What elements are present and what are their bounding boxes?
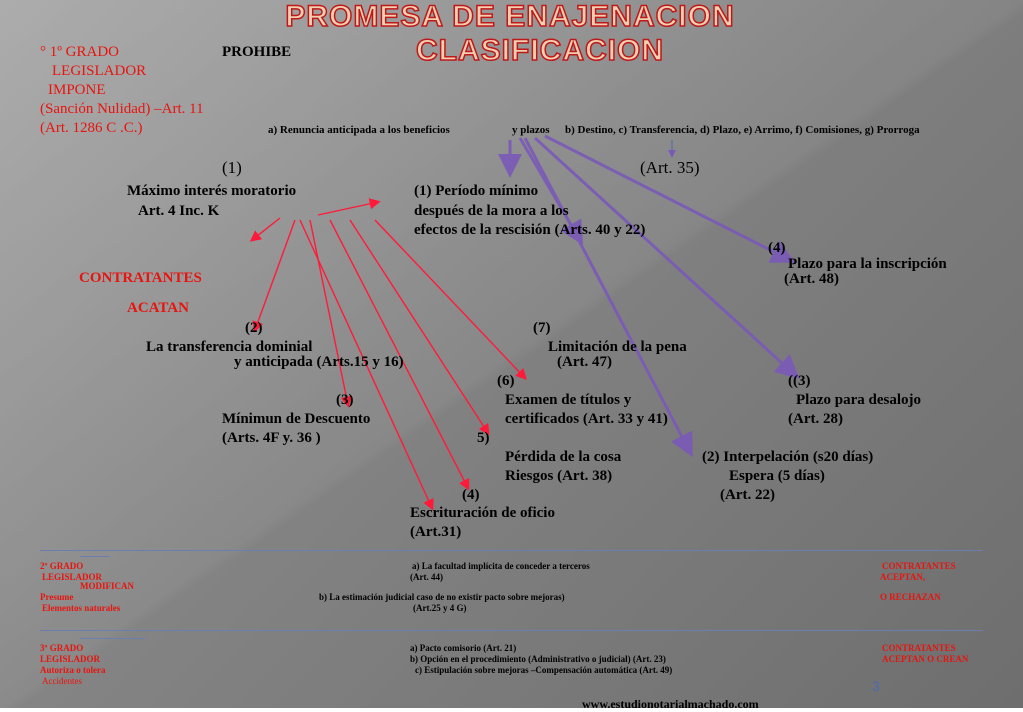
grado3-line1: 3º GRADO — [40, 643, 84, 653]
grado3-aceptan: ACEPTAN O CREAN — [882, 654, 969, 664]
grado1-line5: (Art. 1286 C .C.) — [40, 120, 143, 136]
red-arrow-maximo — [249, 217, 281, 242]
grado2-b2: (Art.25 y 4 G) — [413, 603, 467, 613]
maximo-line2: Art. 4 Inc. K — [138, 203, 220, 219]
inscripcion-line2: (Art. 48) — [784, 271, 839, 287]
transferencia-line1: La transferencia dominial — [146, 339, 313, 355]
grado1-line1: ° 1º GRADO — [40, 44, 119, 60]
interpelacion-line2: Espera (5 días) — [729, 468, 825, 484]
grado3-b: b) Opción en el procedimiento (Administr… — [410, 654, 666, 664]
purple-arrow-inscripcion — [544, 134, 796, 263]
examen-number: (6) — [497, 373, 515, 389]
grado3-line3: Autoriza o tolera — [40, 665, 106, 675]
contratantes-label: CONTRATANTES — [79, 270, 202, 286]
periodo-line2: después de la mora a los — [414, 203, 569, 219]
maximo-line1: Máximo interés moratorio — [127, 183, 297, 199]
limitacion-line1: Limitación de la pena — [548, 339, 687, 355]
grado2-aceptan: ACEPTAN, — [880, 572, 926, 582]
grado1-line3: IMPONE — [48, 82, 106, 98]
interpelacion-line3: (Art. 22) — [720, 487, 775, 503]
prohibe-label: PROHIBE — [222, 44, 292, 60]
grado3-contratantes: CONTRATANTES — [882, 643, 956, 653]
renuncia-text: a) Renuncia anticipada a los beneficios — [268, 124, 450, 136]
title-line1: PROMESA DE ENAJENACION — [285, 0, 735, 34]
footer-url[interactable]: www.estudionotarialmachado.com — [582, 697, 759, 711]
descuento-line1: Mínimun de Descuento — [222, 411, 371, 427]
purple-arrows — [498, 134, 800, 458]
examen-line1: Examen de títulos y — [505, 392, 632, 408]
escrituracion-line1: Escrituración de oficio — [410, 505, 555, 521]
limitacion-line2: (Art. 47) — [557, 354, 612, 370]
grado3-line2: LEGISLADOR — [40, 654, 101, 664]
perdida-number: 5) — [477, 430, 490, 446]
grado2-line3: MODIFICAN — [80, 581, 134, 591]
inscripcion-line1: Plazo para la inscripción — [788, 256, 947, 272]
descuento-number: (3) — [336, 392, 354, 408]
separator-1 — [40, 550, 983, 551]
red-arrow-4 — [329, 219, 470, 491]
perdida-line2: Riesgos (Art. 38) — [505, 468, 613, 484]
purple-arrow-desalojo — [533, 136, 800, 380]
yplazos-text: y plazos — [512, 124, 550, 136]
periodo-line3: efectos de la rescisión (Arts. 40 y 22) — [414, 222, 646, 238]
separator-2 — [40, 630, 983, 631]
limitacion-number: (7) — [533, 320, 551, 336]
plazos-list: b) Destino, c) Transferencia, d) Plazo, … — [565, 124, 920, 136]
desalojo-line1: Plazo para desalojo — [796, 392, 921, 408]
grado2-line1: 2º GRADO — [40, 561, 84, 571]
grado1-line4: (Sanción Nulidad) –Art. 11 — [40, 101, 204, 117]
grado1-line2: LEGISLADOR — [52, 63, 147, 79]
page-number: 3 — [872, 678, 880, 694]
art35-label: (Art. 35) — [640, 158, 700, 177]
item1-number: (1) — [222, 158, 242, 177]
title-line2: CLASIFICACION — [415, 33, 664, 68]
purple-arrow-limitacion — [523, 137, 693, 458]
red-arrow-descuento — [309, 219, 352, 408]
grado2-line4: Presume — [40, 592, 74, 602]
desalojo-number: ((3) — [788, 373, 811, 389]
grado3-c: c) Estipulación sobre mejoras –Compensac… — [415, 665, 673, 675]
red-arrow-periodo — [317, 198, 381, 216]
grado2-b1: b) La estimación judicial caso de no exi… — [319, 592, 565, 602]
descuento-line2: (Arts. 4F y. 36 ) — [222, 430, 321, 446]
grado3-line4: Accidentes — [42, 676, 82, 686]
grado2-a1: a) La facultad implícita de conceder a t… — [412, 561, 590, 571]
grado2-contratantes: CONTRATANTES — [882, 561, 956, 571]
red-arrow-transferencia — [252, 219, 296, 333]
escrituracion-line2: (Art.31) — [410, 524, 462, 540]
interpelacion-line1: (2) Interpelación (s20 días) — [702, 449, 874, 465]
perdida-line1: Pérdida de la cosa — [505, 449, 622, 465]
desalojo-line2: (Art. 28) — [788, 411, 843, 427]
grado2-line5: Elementos naturales — [42, 603, 121, 613]
grado2-line2: LEGISLADOR — [42, 572, 103, 582]
separator-2-accent — [80, 638, 146, 639]
red-arrow-escrituracion — [299, 219, 434, 511]
grado2-a2: (Art. 44) — [410, 572, 443, 582]
acatan-label: ACATAN — [127, 300, 189, 316]
red-arrow-5 — [349, 219, 490, 436]
escrituracion-number: (4) — [462, 487, 480, 503]
separator-1-accent — [80, 556, 110, 557]
grado3-a: a) Pacto comisorio (Art. 21) — [410, 643, 517, 653]
red-arrow-examen — [374, 219, 527, 381]
periodo-line1: (1) Período mínimo — [414, 183, 539, 199]
red-arrows — [249, 198, 527, 511]
transferencia-number: (2) — [245, 320, 263, 336]
inscripcion-number: (4) — [768, 240, 786, 256]
examen-line2: certificados (Art. 33 y 41) — [505, 411, 668, 427]
transferencia-line2: y anticipada (Arts.15 y 16) — [234, 354, 404, 370]
grado2-rechazan: O RECHAZAN — [880, 592, 941, 602]
